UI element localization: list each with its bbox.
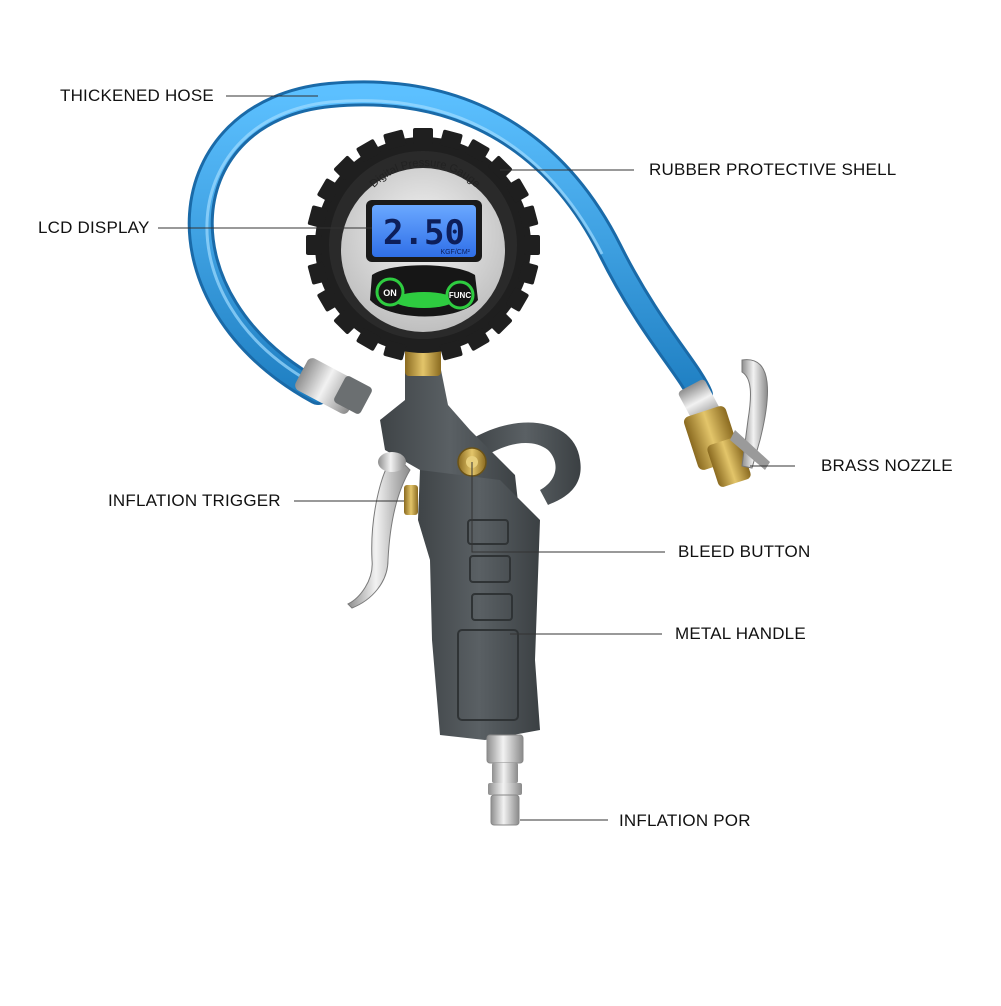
label-bleed-button: BLEED BUTTON (678, 542, 811, 561)
gun-body (380, 365, 581, 740)
brass-nozzle-assembly (678, 359, 770, 487)
label-inflation-trigger: INFLATION TRIGGER (108, 491, 281, 510)
pressure-gauge: Digital Pressure Gauge 2.50 KGF/CM² ON F… (306, 128, 540, 376)
hose (187, 80, 713, 408)
svg-text:ON: ON (383, 288, 397, 298)
leader-bleed-button (471, 462, 665, 553)
lcd-display: 2.50 KGF/CM² (366, 200, 482, 262)
inflation-trigger (347, 452, 418, 609)
func-button: FUNC (445, 280, 475, 310)
lcd-reading: 2.50 (383, 213, 465, 253)
hose-fitting-left (295, 358, 372, 414)
label-brass-nozzle: BRASS NOZZLE (821, 456, 953, 475)
on-button: ON (375, 277, 405, 307)
svg-text:FUNC: FUNC (449, 291, 471, 300)
inflation-port (486, 734, 524, 826)
label-rubber-protective-shell: RUBBER PROTECTIVE SHELL (649, 160, 897, 179)
label-thickened-hose: THICKENED HOSE (60, 86, 214, 105)
label-inflation-port: INFLATION POR (619, 811, 751, 830)
lcd-unit: KGF/CM² (440, 249, 470, 256)
label-metal-handle: METAL HANDLE (675, 624, 806, 643)
label-lcd-display: LCD DISPLAY (38, 218, 150, 237)
leader-lines (158, 95, 795, 821)
